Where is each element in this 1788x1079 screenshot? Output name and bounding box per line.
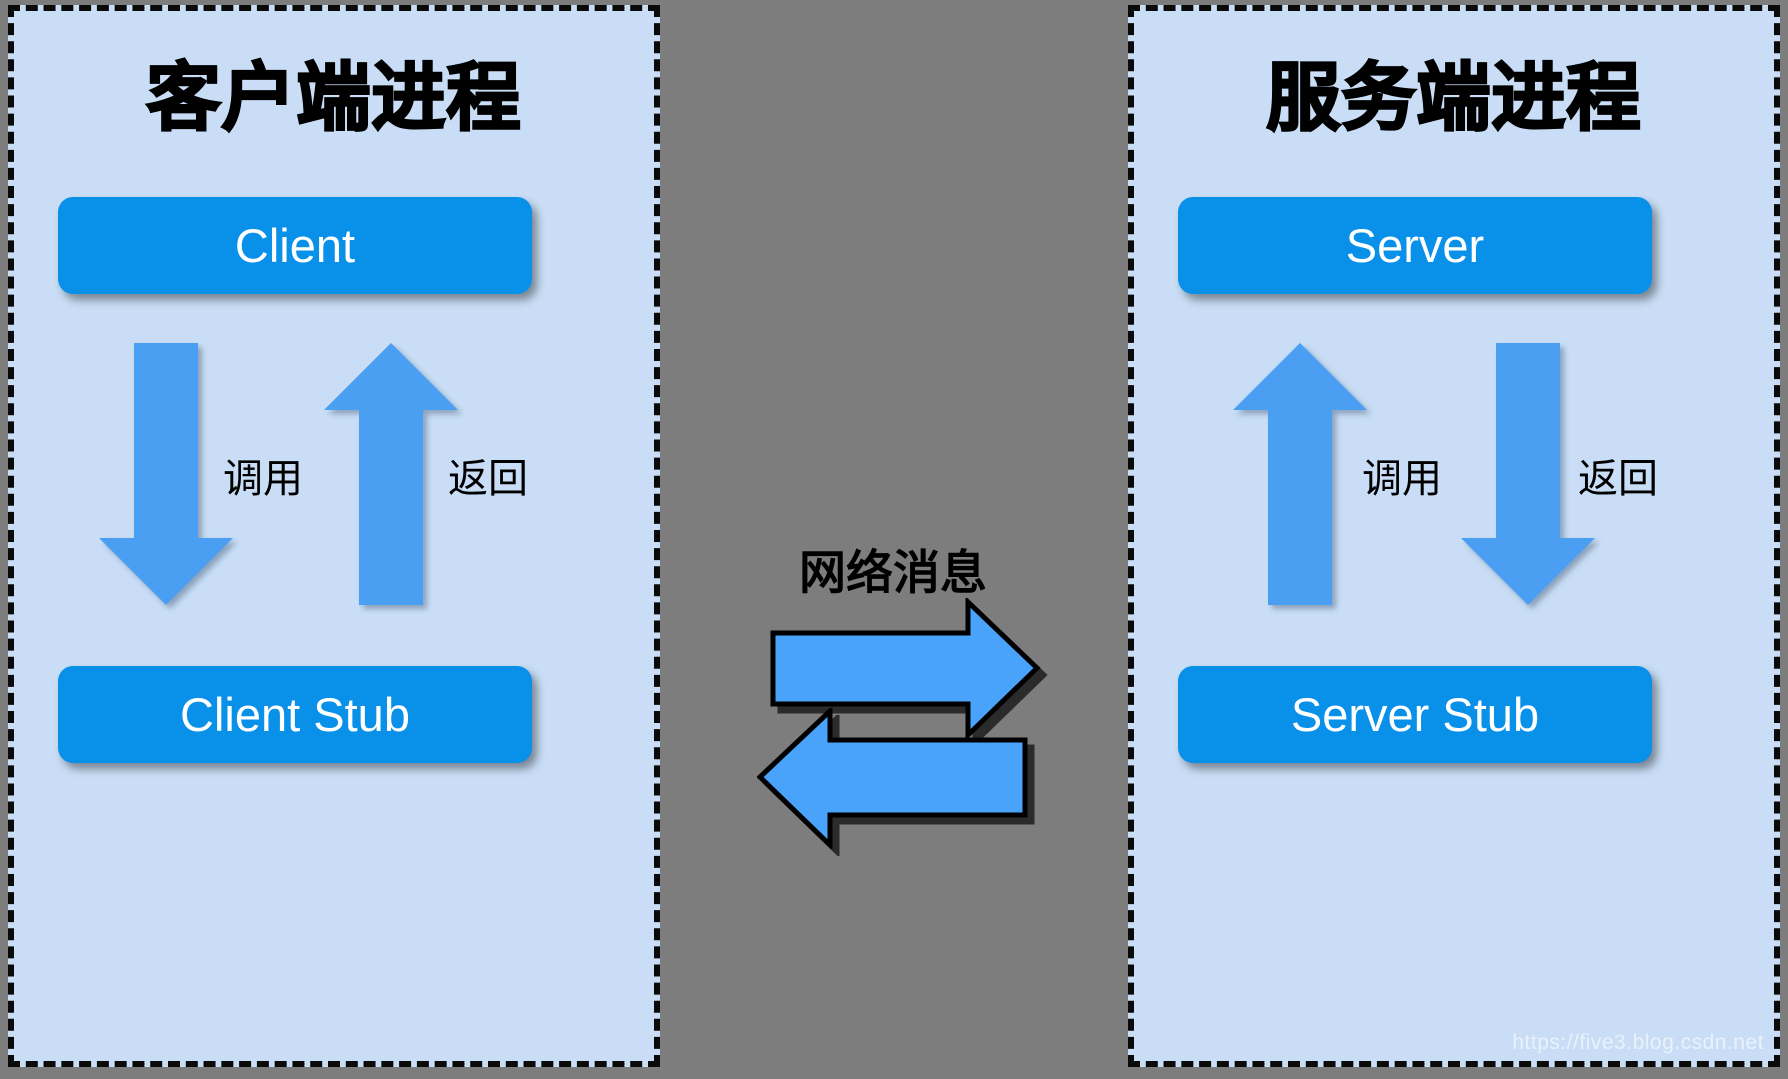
client-stub-node: Client Stub xyxy=(58,666,532,763)
return-down-arrow-icon xyxy=(1461,343,1595,605)
server-node-label: Server xyxy=(1345,219,1485,272)
client-call-label: 调用 xyxy=(223,457,303,501)
network-response-left-arrow-icon xyxy=(757,708,1028,849)
client-process-panel: 客户端进程 Client 调用 返回 Client Stub xyxy=(8,5,660,1067)
client-return-label: 返回 xyxy=(448,457,528,501)
call-down-arrow-icon xyxy=(99,343,233,605)
server-process-panel: 服务端进程 Server 调用 返回 Server Stub https://f… xyxy=(1128,5,1780,1067)
client-panel-title: 客户端进程 xyxy=(145,55,522,141)
client-stub-node-label: Client Stub xyxy=(180,688,410,741)
client-node-label: Client xyxy=(234,219,356,272)
server-stub-node: Server Stub xyxy=(1178,666,1652,763)
server-call-label: 调用 xyxy=(1362,457,1442,501)
watermark-url: https://five3.blog.csdn.net xyxy=(1512,1031,1764,1054)
network-request-right-arrow-icon xyxy=(770,598,1041,739)
network-message-label: 网络消息 xyxy=(799,546,987,599)
server-panel-title: 服务端进程 xyxy=(1265,55,1642,141)
server-stub-node-label: Server Stub xyxy=(1290,688,1540,741)
call-up-arrow-icon xyxy=(1233,343,1367,605)
server-node: Server xyxy=(1178,197,1652,294)
server-return-label: 返回 xyxy=(1578,457,1658,501)
client-node: Client xyxy=(58,197,532,294)
return-up-arrow-icon xyxy=(324,343,458,605)
